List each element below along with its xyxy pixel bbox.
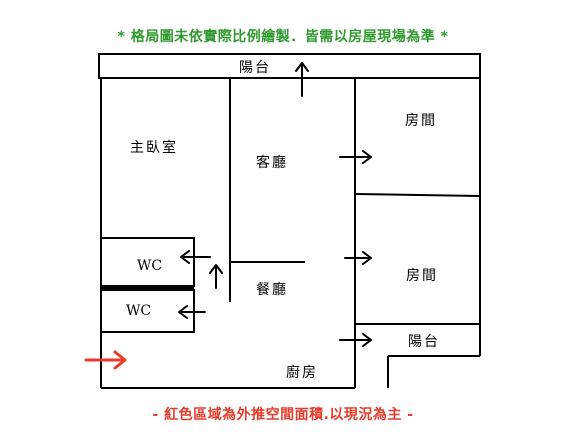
living-room-label: 客廳	[256, 155, 288, 171]
kitchen-label: 廚房	[286, 365, 318, 381]
balcony-top-outline	[98, 53, 481, 79]
dining-to-bedroom-arrow	[344, 251, 372, 265]
bedroom-separator-wall	[354, 193, 481, 197]
wc-1-door-arrow	[180, 250, 211, 264]
balcony-right-label: 陽台	[408, 334, 440, 350]
balcony-door-arrow	[295, 62, 309, 97]
wc-1-label: WC	[137, 258, 163, 274]
entry-arrow	[84, 350, 127, 370]
master-bedroom-label: 主臥室	[130, 140, 178, 156]
extension-note: - 紅色區域為外推空間面積.以現況為主 -	[152, 407, 414, 423]
disclaimer-note: * 格局圖未依實際比例繪製．皆需以房屋現場為準 *	[117, 29, 449, 45]
wc-2-label: WC	[126, 303, 152, 319]
hall-up-arrow	[209, 264, 223, 289]
wc-1-outline	[100, 237, 195, 287]
bedroom-1-label: 房間	[405, 113, 437, 129]
kitchen-to-balcony-arrow	[339, 333, 372, 347]
wc-2-door-arrow	[178, 305, 206, 319]
living-to-bedroom-arrow	[339, 150, 372, 164]
balcony-top-label: 陽台	[239, 60, 271, 76]
bedroom-2-label: 房間	[406, 268, 438, 284]
dining-room-label: 餐廳	[256, 282, 288, 298]
